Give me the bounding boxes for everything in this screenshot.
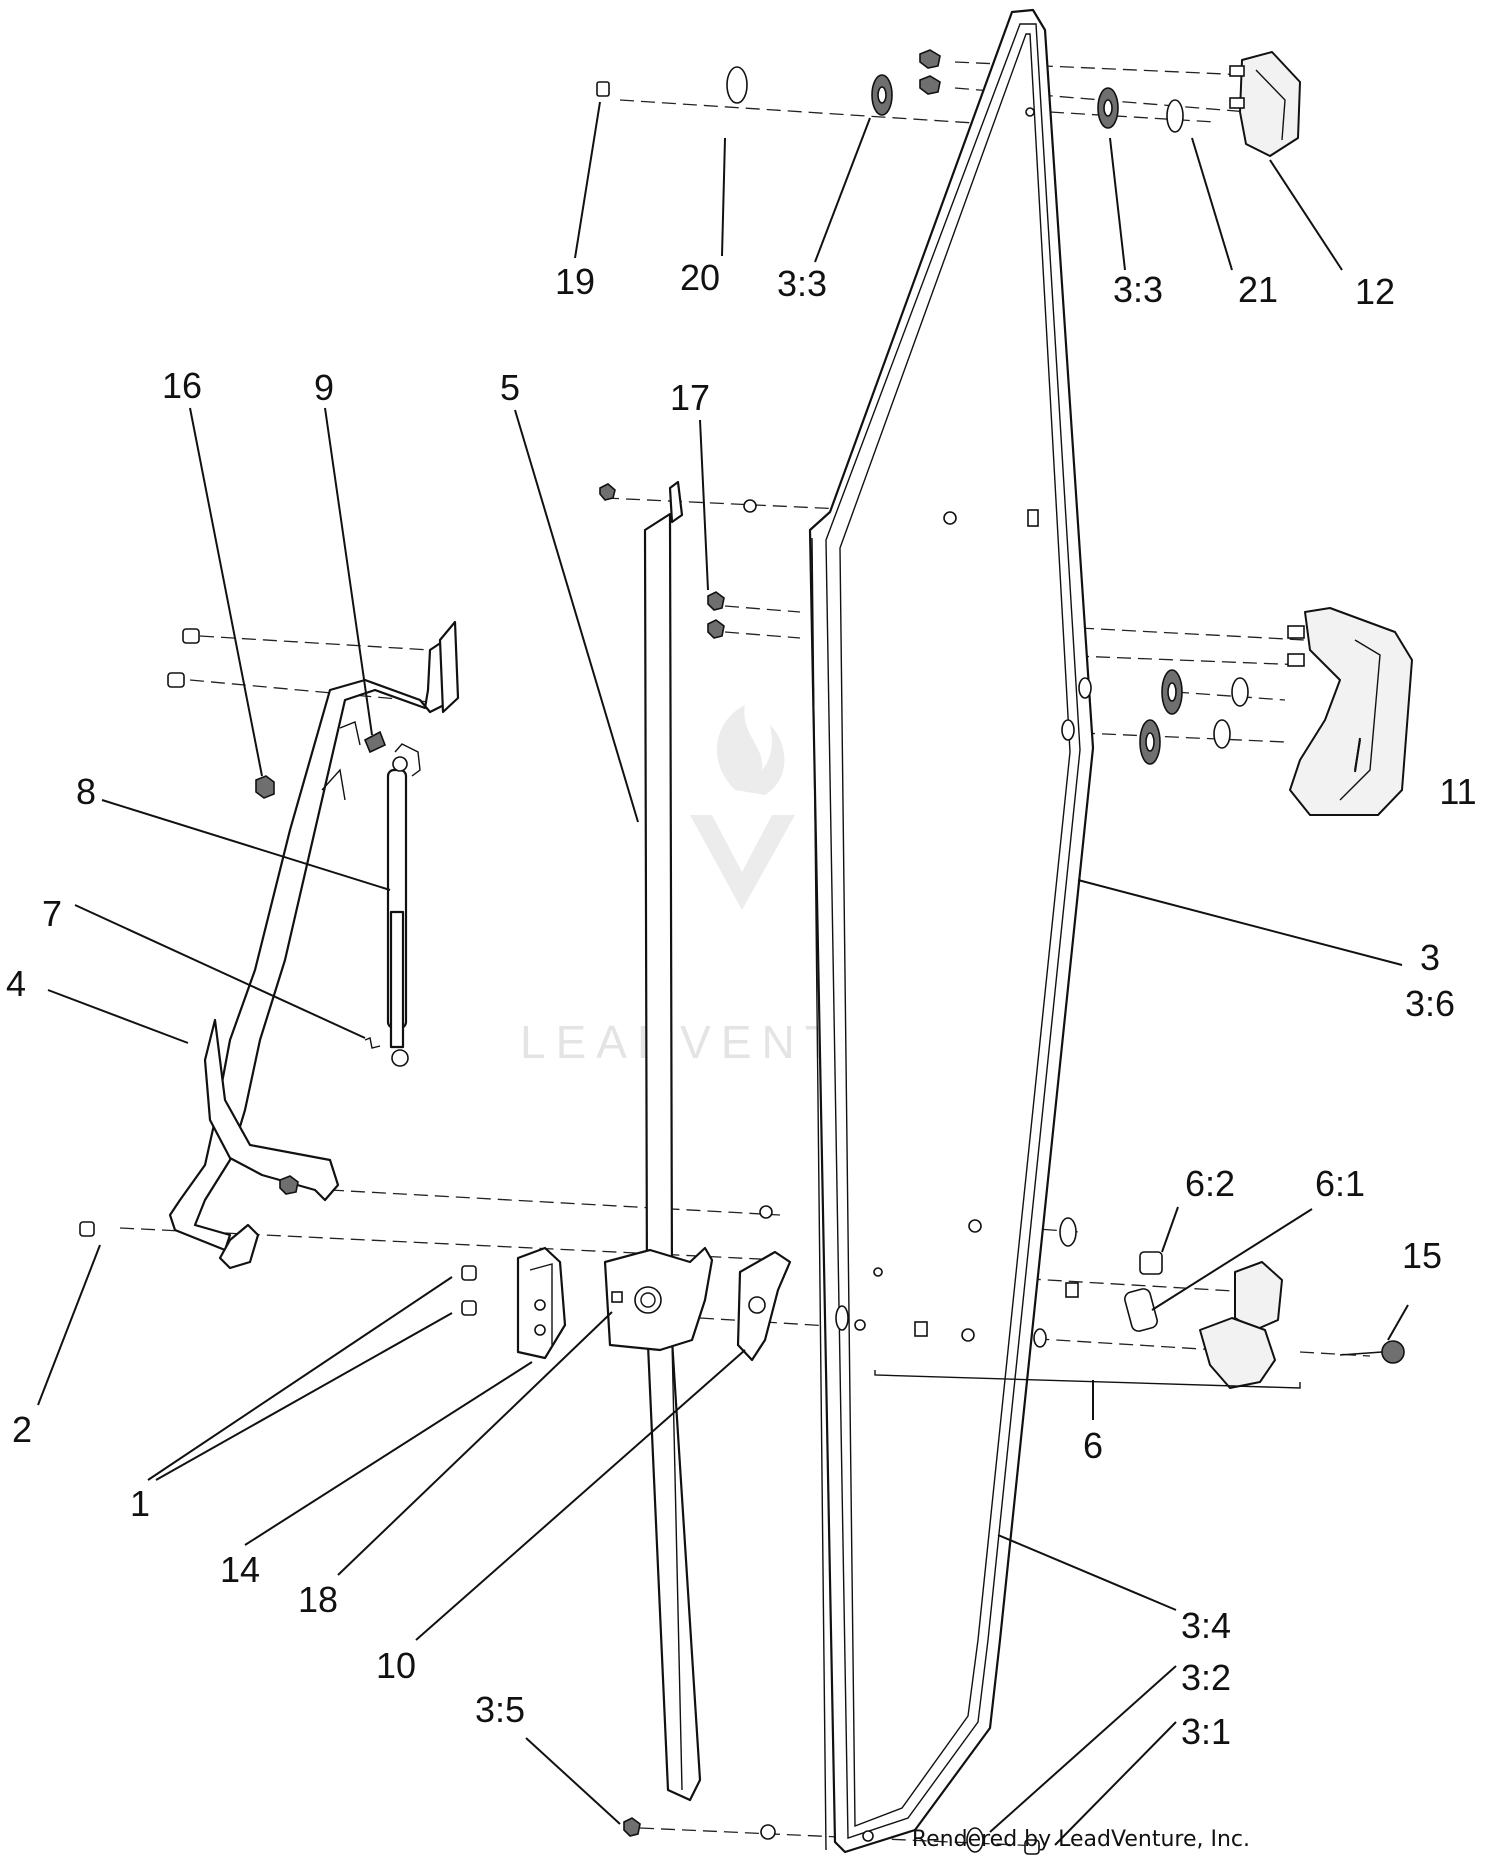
- callout-3-3-washer-right: 3:3: [1113, 269, 1163, 310]
- callout-17: 17: [670, 377, 710, 418]
- hinge-bracket-18: [603, 1246, 714, 1352]
- callout-9: 9: [314, 367, 334, 408]
- callout-3: 3: [1420, 937, 1440, 978]
- frame-bolts-upper: [167, 628, 200, 688]
- callout-8: 8: [76, 771, 96, 812]
- callout-6: 6: [1083, 1425, 1103, 1466]
- callout-4: 4: [6, 963, 26, 1004]
- door-glass-panel: [808, 8, 1095, 1854]
- callout-3-6: 3:6: [1405, 983, 1455, 1024]
- top-hardware: [596, 49, 1184, 133]
- callout-20: 20: [680, 257, 720, 298]
- callout-2: 2: [12, 1409, 32, 1450]
- callout-3-5: 3:5: [475, 1689, 525, 1730]
- mid-hardware: [599, 483, 1249, 765]
- callout-11: 11: [1439, 771, 1476, 812]
- callout-labels: 19 20 3:3 3:3 21 12 16 9 5 17 8 11 7 4 3…: [6, 257, 1477, 1752]
- hinge-strip: [643, 480, 702, 1802]
- bottom-hardware: [623, 1817, 1040, 1855]
- callout-21: 21: [1238, 269, 1278, 310]
- callout-6-1: 6:1: [1315, 1163, 1365, 1204]
- callout-12: 12: [1355, 271, 1395, 312]
- callout-5: 5: [500, 367, 520, 408]
- top-latch-handle: [1229, 51, 1301, 157]
- door-frame-tube: [168, 620, 460, 1270]
- callout-3-2: 3:2: [1181, 1657, 1231, 1698]
- gas-strut: [364, 743, 421, 1067]
- callout-3-3-washer-left: 3:3: [777, 263, 827, 304]
- callout-10: 10: [376, 1645, 416, 1686]
- callout-7: 7: [42, 893, 62, 934]
- side-latch-handle: [1287, 607, 1413, 816]
- latch-kit-bracket: [874, 1370, 1301, 1389]
- render-credit: Rendered by LeadVenture, Inc.: [912, 1827, 1250, 1852]
- callout-19: 19: [555, 261, 595, 302]
- ignition-key: [1339, 1340, 1405, 1364]
- callout-1: 1: [130, 1483, 150, 1524]
- hinge-bracket-14: [516, 1246, 567, 1360]
- lower-hardware: [79, 1175, 1077, 1348]
- callout-6-2: 6:2: [1185, 1163, 1235, 1204]
- callout-3-1: 3:1: [1181, 1711, 1231, 1752]
- lower-latch-kit: [854, 1251, 1283, 1389]
- ball-stud: [339, 721, 387, 754]
- callout-18: 18: [298, 1579, 338, 1620]
- callout-14: 14: [220, 1549, 260, 1590]
- leader-lines: [37, 101, 1409, 1846]
- callout-16: 16: [162, 365, 202, 406]
- callout-3-4: 3:4: [1181, 1605, 1231, 1646]
- hex-nut: [255, 775, 275, 799]
- hinge-plate-10: [736, 1250, 792, 1362]
- callout-15: 15: [1402, 1235, 1442, 1276]
